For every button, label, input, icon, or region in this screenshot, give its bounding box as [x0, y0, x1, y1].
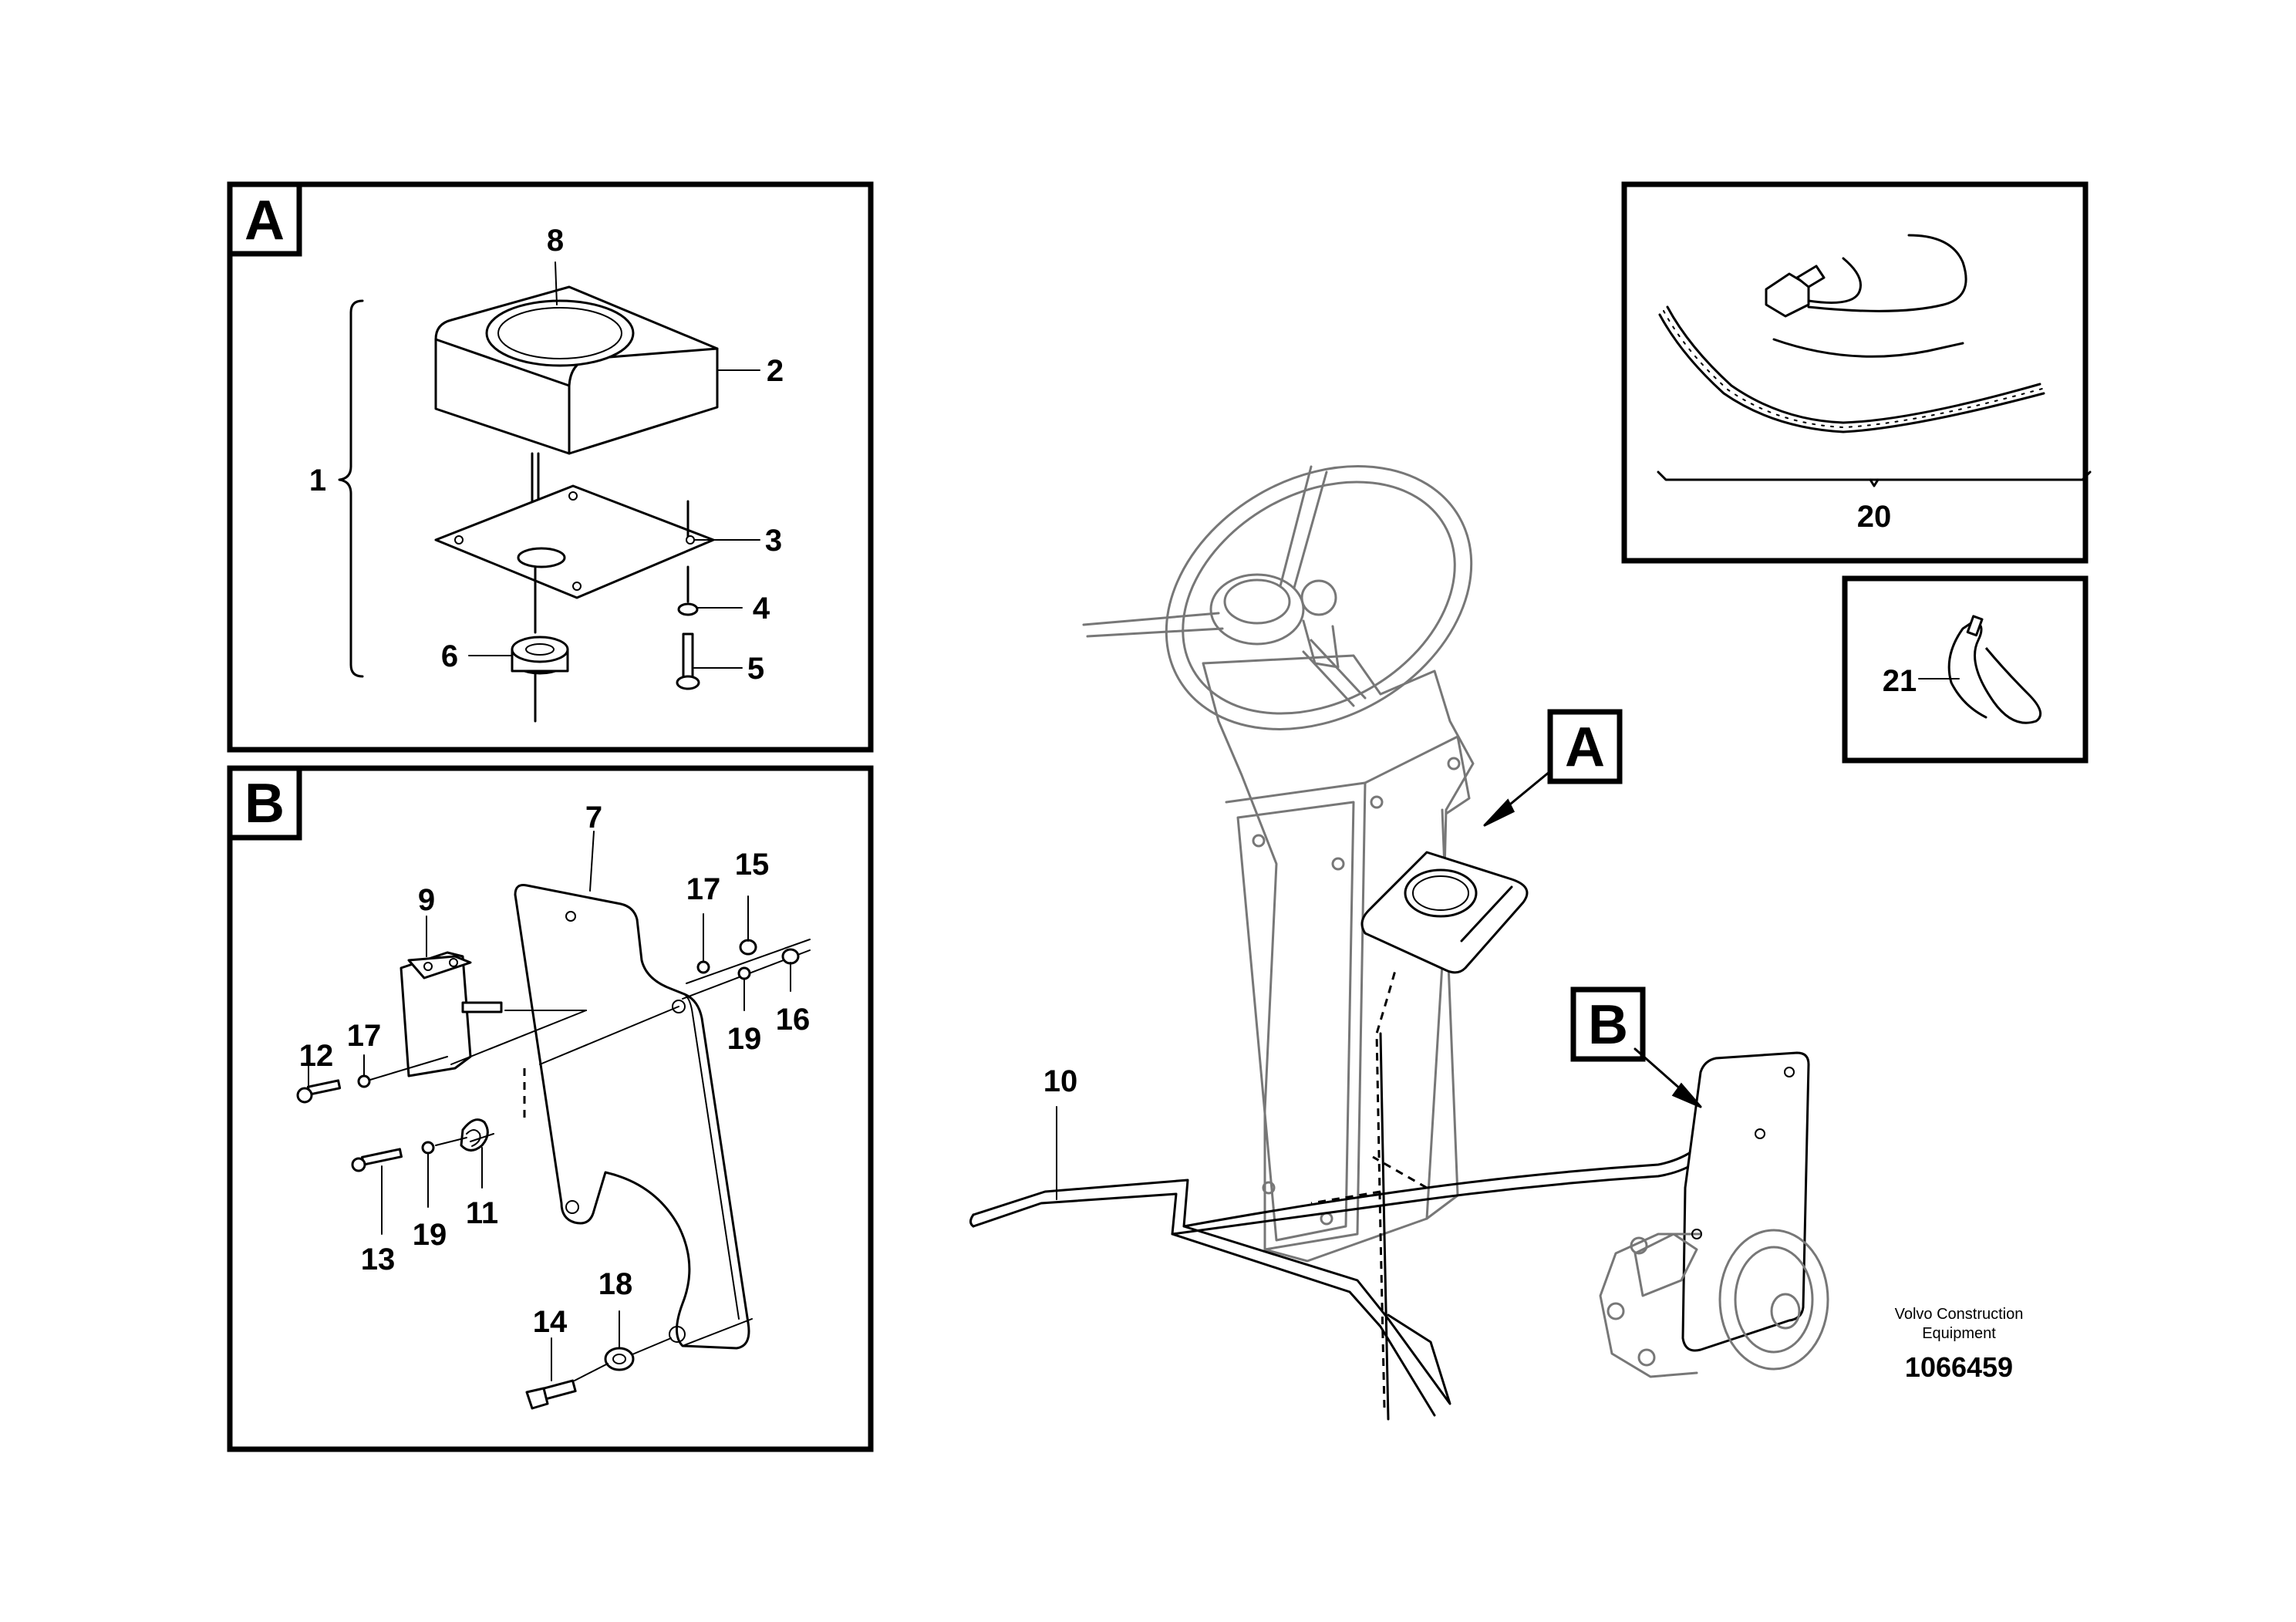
- steering-wheel-drawing: [1082, 465, 1473, 730]
- screw-drawing: [676, 632, 700, 690]
- assembly-bracket: [338, 299, 364, 678]
- panel-a-tag: A: [244, 190, 285, 251]
- wiring-kit-panel: 20: [1621, 181, 2092, 564]
- callout-a-tag: A: [1565, 717, 1605, 778]
- label-9: 9: [418, 883, 435, 917]
- cable-tie-drawing: [1947, 615, 2042, 724]
- cable-tie-panel: 21: [1842, 575, 2089, 764]
- label-17-upper: 17: [686, 872, 721, 906]
- sensor-drawing: [400, 951, 503, 1077]
- panel-b-tag: B: [244, 773, 285, 835]
- label-21: 21: [1883, 664, 1917, 698]
- bolt-drawing: [525, 1379, 577, 1410]
- cable-harness-drawing: [969, 967, 1723, 1421]
- pump-and-bracket-drawing: [1599, 1051, 1829, 1378]
- label-6: 6: [441, 639, 458, 673]
- callout-b-tag-box: [1570, 986, 1646, 1062]
- panel-b-tag-box: [227, 765, 302, 841]
- label-19-upper: 19: [727, 1022, 762, 1056]
- connector-drawing: [1765, 234, 1967, 318]
- washer-drawing: [677, 602, 699, 616]
- label-14: 14: [533, 1305, 568, 1339]
- label-2: 2: [767, 354, 784, 388]
- label-5: 5: [747, 652, 764, 686]
- label-19-lower: 19: [413, 1218, 447, 1252]
- sensor-bracket-drawing: [514, 884, 750, 1350]
- label-12: 12: [299, 1039, 334, 1073]
- label-20: 20: [1857, 500, 1892, 534]
- document-number: 1066459: [1905, 1351, 2013, 1383]
- label-4: 4: [753, 592, 770, 626]
- display-unit-installed: [1360, 851, 1529, 974]
- main-assembly-view: A 10: [969, 465, 1829, 1421]
- callout-b-tag: B: [1588, 994, 1628, 1056]
- label-15: 15: [735, 848, 770, 882]
- panel-a-tag-box: [227, 181, 302, 257]
- label-18: 18: [598, 1267, 633, 1301]
- detail-panel-a: A: [227, 181, 874, 753]
- grommet-drawing: [511, 636, 569, 675]
- label-11: 11: [466, 1196, 498, 1230]
- display-unit-drawing: [434, 285, 719, 455]
- label-3: 3: [765, 524, 782, 558]
- label-17-lower: 17: [347, 1019, 382, 1053]
- washer-18-drawing: [604, 1347, 635, 1371]
- label-8: 8: [547, 224, 564, 258]
- label-16: 16: [776, 1003, 811, 1037]
- brand-line-1: Volvo Construction: [1895, 1306, 2024, 1323]
- label-7: 7: [585, 801, 602, 835]
- label-10: 10: [1043, 1064, 1078, 1098]
- brand-line-2: Equipment: [1922, 1325, 1996, 1342]
- detail-panel-b: B: [227, 765, 874, 1452]
- callout-a-tag-box: [1547, 709, 1623, 784]
- conduit-drawing: [1658, 305, 2045, 433]
- label-13: 13: [361, 1243, 396, 1276]
- label-1: 1: [309, 464, 326, 497]
